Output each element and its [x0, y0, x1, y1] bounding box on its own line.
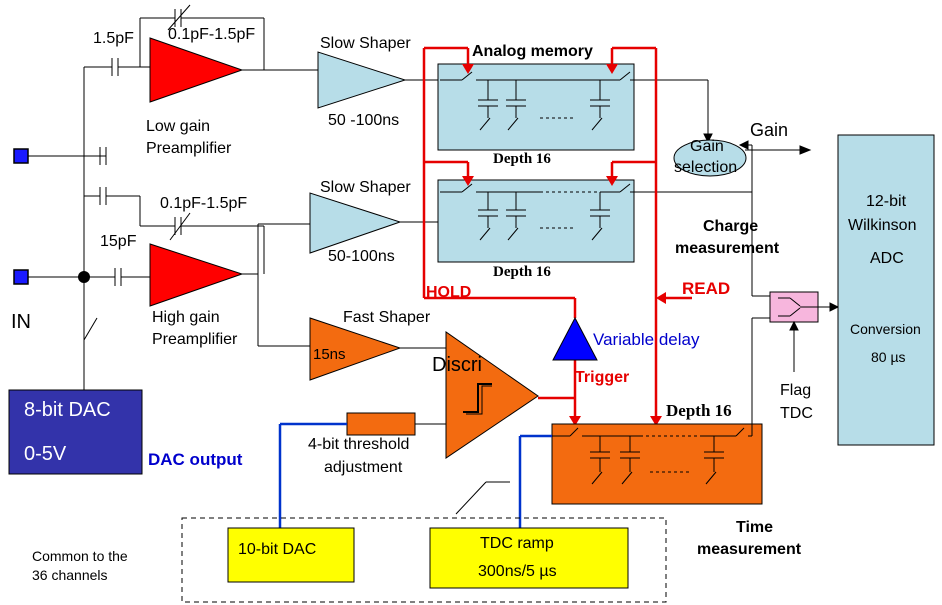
dac-10bit-box — [227, 527, 355, 583]
gain-selection-label-2: selection — [674, 159, 738, 176]
conversion-label-1: Conversion — [850, 321, 921, 337]
common-label-2: 36 channels — [32, 567, 108, 583]
low-gain-preamp — [149, 37, 244, 103]
input-junction — [78, 271, 90, 283]
tdc-cells — [552, 317, 770, 485]
analog-memory-label: Analog memory — [472, 43, 593, 60]
threshold-box — [346, 412, 416, 436]
trigger-label: Trigger — [575, 369, 630, 386]
dac-8bit-label-1: 8-bit DAC — [24, 399, 111, 421]
read-label: READ — [682, 279, 731, 298]
flag-tdc-label-2: TDC — [780, 405, 813, 422]
high-gain-preamp-label: Preamplifier — [152, 331, 238, 348]
conversion-label-2: 80 µs — [871, 349, 906, 365]
low-gain-label: Low gain — [146, 118, 211, 135]
depth-tdc-label: Depth 16 — [666, 401, 732, 420]
slow-shaper-bottom — [309, 192, 402, 254]
feedback-cap-bottom-label: 0.1pF-1.5pF — [160, 195, 248, 212]
adc-label-3: ADC — [870, 250, 904, 267]
tdc-memory — [551, 423, 763, 505]
threshold-label-1: 4-bit threshold — [308, 436, 410, 453]
discriminator — [445, 331, 539, 459]
threshold-label-2: adjustment — [324, 459, 403, 476]
analog-memory-top — [437, 63, 635, 151]
common-region — [181, 517, 667, 603]
gain-selection — [673, 139, 747, 177]
slow-shaper-top-label: Slow Shaper — [320, 35, 411, 52]
in-label: IN — [11, 311, 31, 333]
analog-memory-mid — [437, 179, 635, 263]
fast-shaper-time: 15ns — [313, 346, 346, 363]
discri-label: Discri — [432, 354, 482, 376]
time-measurement-label-2: measurement — [697, 541, 802, 558]
memory-cells-mid — [440, 183, 752, 241]
input-pad-in — [13, 269, 29, 285]
hold-read-lines — [422, 46, 692, 420]
common-label-1: Common to the — [32, 548, 128, 564]
dac-wiring — [278, 422, 552, 528]
adc-label-1: 12-bit — [866, 193, 907, 210]
low-gain-preamp-label: Preamplifier — [146, 140, 232, 157]
feedback-cap-top-label: 0.1pF-1.5pF — [168, 26, 256, 43]
depth-mid-label: Depth 16 — [493, 264, 551, 280]
variable-delay-label: Variable delay — [593, 330, 700, 349]
cap-15pf-label: 15pF — [100, 233, 137, 250]
dac-8bit-label-2: 0-5V — [24, 443, 67, 465]
wilkinson-adc — [837, 134, 935, 446]
tdc-ramp-label-1: TDC ramp — [480, 535, 554, 552]
slow-shaper-bottom-label: Slow Shaper — [320, 179, 411, 196]
time-measurement-label-1: Time — [736, 519, 774, 536]
adc-label-2: Wilkinson — [848, 217, 917, 234]
memory-cells-top — [440, 71, 708, 131]
depth-top-label: Depth 16 — [493, 151, 551, 167]
variable-delay — [552, 316, 598, 361]
dac-8bit — [8, 389, 143, 475]
charge-measurement-label-2: measurement — [675, 240, 780, 257]
slow-shaper-top-time: 50 -100ns — [328, 112, 400, 129]
fast-shaper — [309, 317, 402, 381]
tdc-ramp-box — [429, 527, 629, 589]
charge-measurement-label-1: Charge — [703, 218, 759, 235]
gain-label: Gain — [750, 120, 789, 140]
hold-label: HOLD — [426, 284, 472, 301]
gain-selection-label-1: Gain — [690, 138, 724, 155]
slow-shaper-top — [317, 51, 407, 109]
high-gain-preamp — [149, 243, 244, 307]
dac-output-label: DAC output — [148, 450, 243, 469]
tdc-ramp-label-2: 300ns/5 µs — [478, 563, 557, 580]
high-gain-label: High gain — [152, 309, 220, 326]
flag-tdc-label-1: Flag — [780, 382, 812, 399]
fast-shaper-label: Fast Shaper — [343, 309, 431, 326]
slow-shaper-bottom-time: 50-100ns — [328, 248, 395, 265]
dac-10bit-label: 10-bit DAC — [238, 541, 317, 558]
input-wiring — [28, 58, 150, 390]
input-pad-top — [13, 148, 29, 164]
cap-1-5pf-label: 1.5pF — [93, 30, 134, 47]
